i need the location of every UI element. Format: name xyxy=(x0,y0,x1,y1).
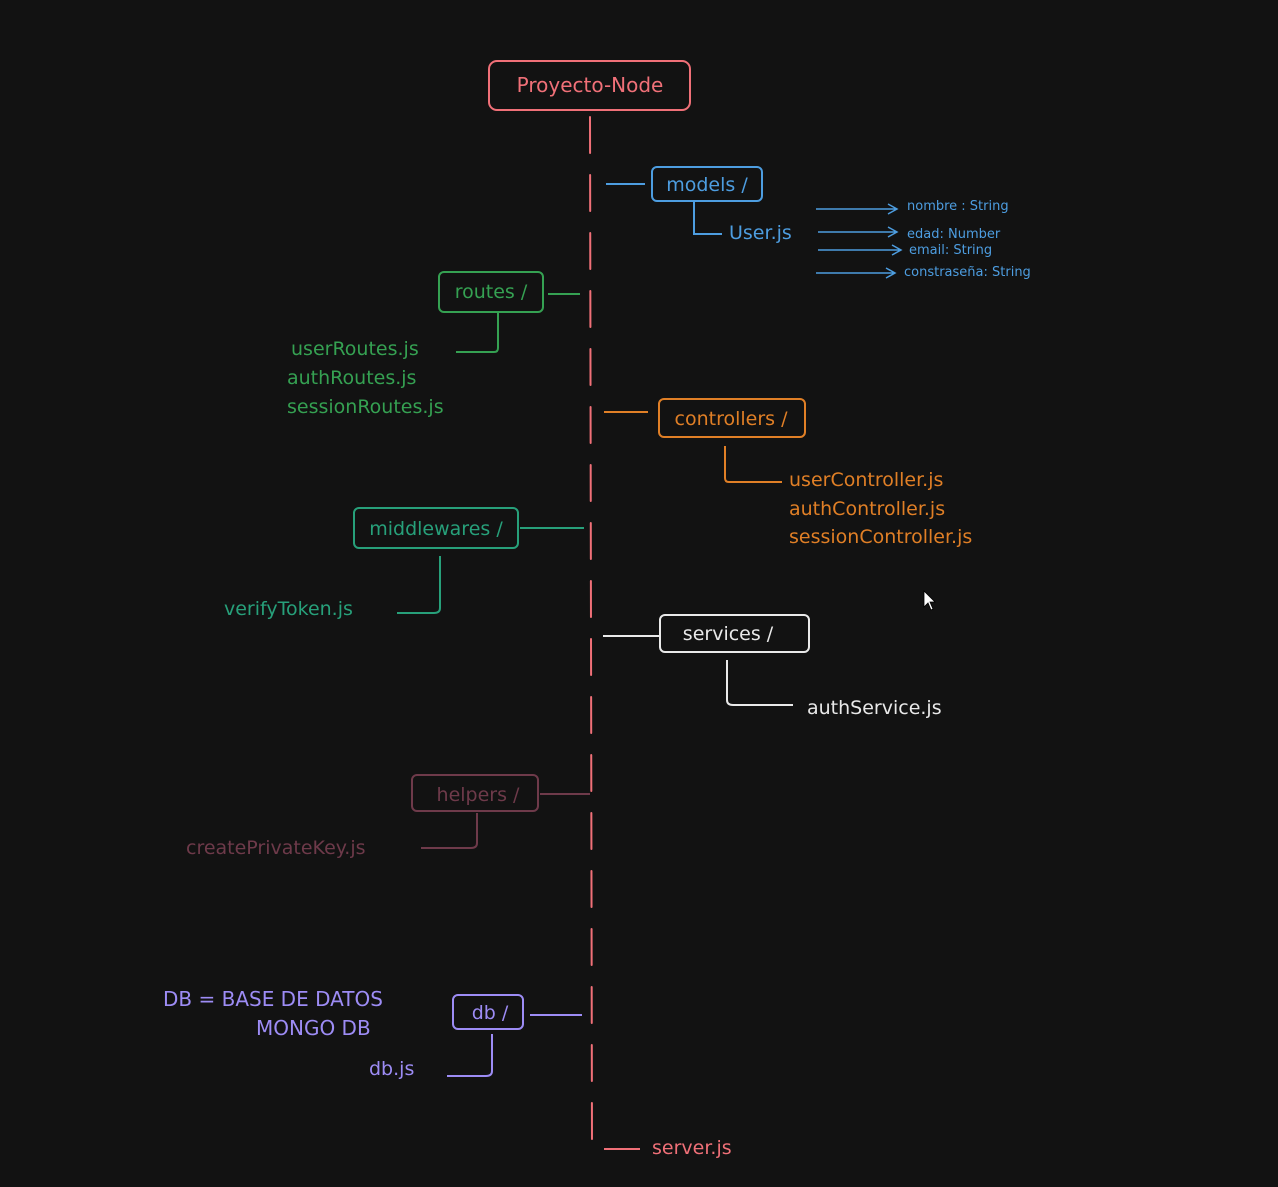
user-model-file[interactable]: User.js xyxy=(729,222,792,244)
controller-file-user[interactable]: userController.js xyxy=(789,469,943,491)
db-note-line2: MONGO DB xyxy=(256,1016,371,1040)
models-folder[interactable]: models / xyxy=(606,166,763,202)
user-fields: nombre : String edad: Number email: Stri… xyxy=(904,199,1031,280)
routes-folder[interactable]: routes / xyxy=(438,271,580,313)
field-email: email: String xyxy=(909,243,992,258)
server-file[interactable]: server.js xyxy=(652,1137,732,1159)
routes-branch xyxy=(456,312,499,353)
helpers-folder[interactable]: helpers / xyxy=(411,774,590,812)
controllers-branch xyxy=(724,446,782,483)
controllers-files: userController.js authController.js sess… xyxy=(789,469,972,548)
root-node[interactable]: Proyecto-Node xyxy=(488,60,691,111)
middlewares-label: middlewares / xyxy=(369,518,503,540)
services-branch xyxy=(726,660,793,706)
services-label: services / xyxy=(683,623,774,645)
helper-file-create-private-key[interactable]: createPrivateKey.js xyxy=(186,837,366,859)
route-file-user[interactable]: userRoutes.js xyxy=(291,338,419,360)
arrow-constrasena xyxy=(816,267,897,279)
mouse-cursor-icon xyxy=(923,590,936,611)
routes-label: routes / xyxy=(455,281,528,303)
db-file[interactable]: db.js xyxy=(369,1058,414,1080)
controller-file-auth[interactable]: authController.js xyxy=(789,498,945,520)
service-file-auth[interactable]: authService.js xyxy=(807,697,942,719)
helpers-branch xyxy=(421,813,478,849)
field-nombre: nombre : String xyxy=(907,199,1009,214)
user-field-arrows xyxy=(816,203,903,279)
db-note-line1: DB = BASE DE DATOS xyxy=(163,987,383,1011)
controller-file-session[interactable]: sessionController.js xyxy=(789,526,972,548)
db-note: DB = BASE DE DATOS MONGO DB xyxy=(163,987,383,1040)
models-branch xyxy=(693,202,722,235)
services-folder[interactable]: services / xyxy=(603,614,810,653)
routes-files: userRoutes.js authRoutes.js sessionRoute… xyxy=(287,338,444,418)
helpers-label: helpers / xyxy=(437,784,521,806)
db-branch xyxy=(447,1034,493,1077)
db-label: db / xyxy=(472,1002,509,1024)
field-constrasena: constraseña: String xyxy=(904,265,1031,280)
arrow-nombre xyxy=(816,203,899,215)
field-edad: edad: Number xyxy=(907,227,1001,242)
db-folder[interactable]: db / xyxy=(452,994,582,1030)
arrow-email xyxy=(818,244,903,256)
models-label: models / xyxy=(666,174,748,196)
middlewares-folder[interactable]: middlewares / xyxy=(353,507,584,549)
route-file-auth[interactable]: authRoutes.js xyxy=(287,367,416,389)
controllers-folder[interactable]: controllers / xyxy=(604,398,806,438)
arrow-edad xyxy=(818,226,899,238)
route-file-session[interactable]: sessionRoutes.js xyxy=(287,396,444,418)
middlewares-branch xyxy=(397,556,441,614)
middleware-file-verify-token[interactable]: verifyToken.js xyxy=(224,598,353,620)
root-label: Proyecto-Node xyxy=(517,73,664,97)
controllers-label: controllers / xyxy=(675,408,789,430)
